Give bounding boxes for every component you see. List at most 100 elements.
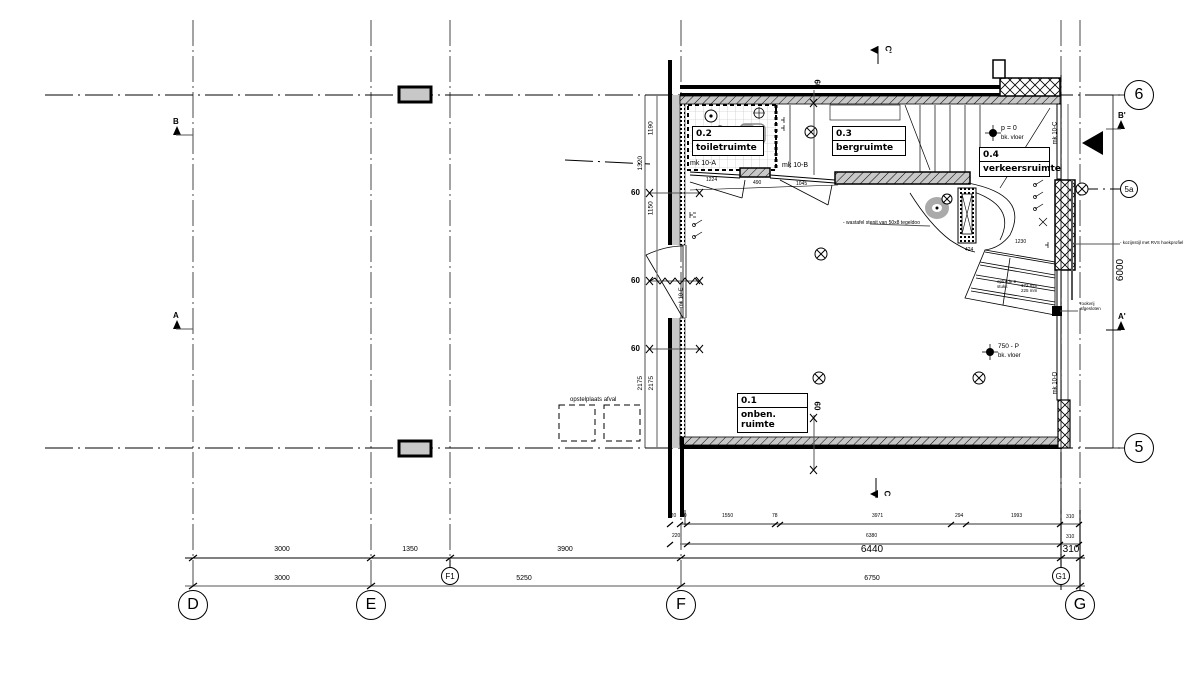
room-number: 0.4 [980,148,1049,162]
light-icon [1075,182,1089,196]
dim-detail: 294 [955,513,964,519]
stair-note: optrede 9 stuks [997,279,1017,289]
tap-height-label: 60 [631,276,640,285]
dim-overall: 6440 [860,544,884,555]
dim-overall: 3000 [274,546,290,553]
waste-area [558,404,641,442]
dim-inner: 490 [753,180,762,186]
dim-overall: 3900 [557,546,573,553]
section-label-C: C [882,490,892,497]
dim-detail: 6380 [866,533,878,539]
dim-overall: 310 [1062,544,1080,555]
dim-vertical: 1320 [636,156,644,171]
wall-note: - wastafel stenit van 50x8 tegeldoo [843,220,920,226]
dim-detail: 3971 [872,513,884,519]
window-label-10c: mk 10-C [1052,121,1059,145]
grid-bubble-F1: F1 [441,567,459,585]
level-sublabel-2: bk. vloer [998,353,1021,359]
dim-vertical: 1190 [647,121,655,136]
section-marker-B [173,126,193,136]
tap-height-label: 60 [812,79,822,89]
dim-axis: 6750 [864,575,880,582]
section-marker-A [173,320,193,330]
north-wall [679,59,1061,105]
facade-note-2: rookvrij afgesloten [1080,301,1101,311]
window-label-10d: mk 10-D [1052,371,1059,395]
level-sublabel: bk. vloer [1001,135,1024,141]
column-bottom [397,439,433,458]
dim-stair: 424 [965,247,974,253]
room-tag-hall: 0.4 verkeersruimte [979,147,1061,177]
column-top [397,85,433,104]
west-dimension-lines [644,95,658,448]
section-label-Cprime: C' [883,45,893,54]
level-label-2: 750 - P [998,343,1019,350]
dim-vertical: 2175 [647,376,655,391]
grid-bubble-F: F [666,590,696,620]
tap-height-label: 60 [631,188,640,197]
grid-bubble-D: D [178,590,208,620]
room-tag-storage: 0.3 bergruimte [832,126,906,156]
room-number: 0.3 [833,127,905,141]
light-icon [941,193,953,205]
main-stair [964,249,1056,316]
level-marker-icon [985,125,1001,141]
room-name: onben. ruimte [741,410,776,430]
grid-bubble-E: E [356,590,386,620]
grid-bubble-5: 5 [1124,433,1154,463]
inner-partition [689,167,971,206]
light-icon [814,247,828,261]
grid-bubble-5a: 5a [1120,180,1138,198]
light-icon [972,371,986,385]
section-label-Bprime: B' [1118,111,1126,120]
tap-height-label: 60 [631,344,640,353]
room-name: verkeersruimte [983,164,1061,174]
light-icon [804,125,818,139]
section-label-Aprime: A' [1118,312,1126,321]
dim-vertical-right: 6000 [1115,258,1127,282]
switch-symbols [689,117,1049,248]
level-label: p = 0 [1001,125,1017,132]
dimension-lines [185,510,1085,590]
east-wall [1052,75,1076,520]
stair-note-2: 172 mm 225 mm [1021,283,1038,293]
dim-axis: 5250 [516,575,532,582]
room-name: toiletruimte [696,143,757,153]
room-tag-toilet: 0.2 toiletruimte [692,126,764,156]
dim-vertical: 2175 [636,376,644,391]
tap-height-label: 60 [812,401,822,411]
west-wall [645,60,687,518]
dim-detail: 90 [681,513,687,519]
dim-detail: 220 [668,513,677,519]
dim-detail: 220 [672,533,681,539]
dim-detail: 310 [1066,534,1075,540]
x-markers [645,98,818,475]
dim-axis: 3000 [274,575,290,582]
grid-lines-horizontal [45,94,1125,449]
dim-overall: 1350 [402,546,418,553]
light-icon [812,371,826,385]
window-label-10a: mk 10-A [690,160,717,167]
window-label-10b: mk 10-B [782,162,809,169]
dim-stair: 1230 [1015,239,1027,245]
grid-lines-vertical [192,20,1081,590]
facade-note: - kozijnstijl met RVS hoekprofiel [1120,240,1184,245]
dim-inner: 1224 [706,177,718,183]
hall-curve-stair [909,182,1016,253]
dim-ticks [188,521,1085,590]
room-number: 0.2 [693,127,763,141]
grid-bubble-G1: G1 [1052,567,1070,585]
section-label-A: A [173,311,179,320]
waste-label: opstelplaats afval [570,397,617,403]
door-label-10e: mk 10-E [678,287,685,308]
section-arrow-icon [1082,131,1103,155]
section-marker-C-top [870,46,879,64]
dim-detail: 1993 [1011,513,1023,519]
south-wall [679,436,1063,517]
section-marker-Aprime [1106,321,1125,331]
room-number: 0.1 [738,394,807,408]
dim-detail: 1550 [722,513,734,519]
section-label-B: B [173,117,179,126]
level-marker-icon [982,344,998,360]
room-tag-unheated: 0.1 onben. ruimte [737,393,808,433]
